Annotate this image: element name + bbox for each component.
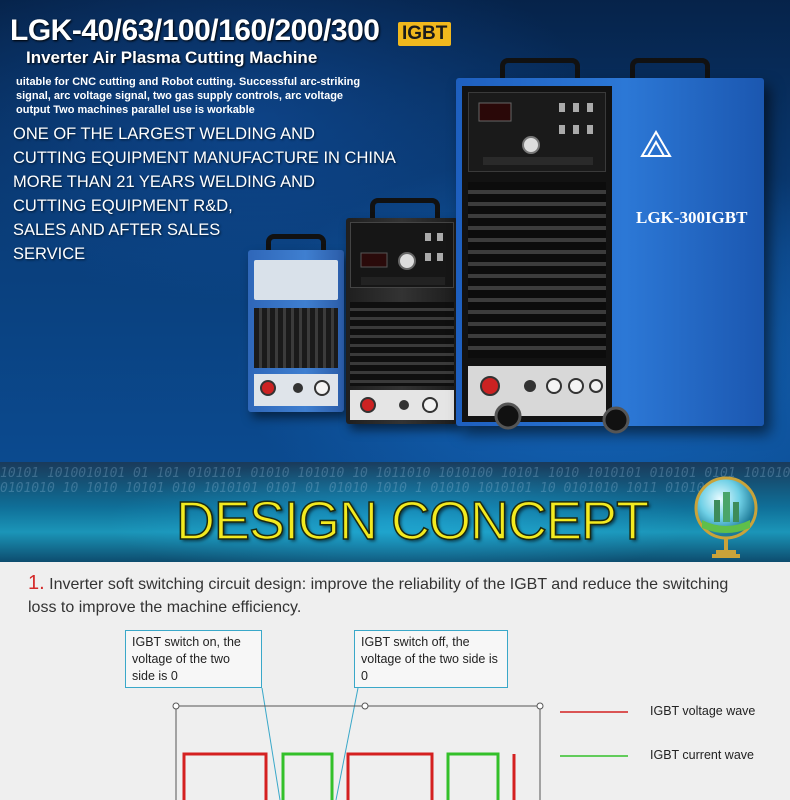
connector-panel xyxy=(254,374,338,406)
callout-leader-on xyxy=(261,687,281,800)
binary-line: 0101010 10 1010 10101 010 1010101 0101 0… xyxy=(0,481,705,496)
connector-icons xyxy=(480,376,603,396)
plot-frame xyxy=(175,705,541,800)
machine-handle xyxy=(500,58,580,82)
connector-icons xyxy=(260,380,330,396)
control-knobs xyxy=(360,233,445,285)
control-panel xyxy=(254,260,338,300)
claim-line: MORE THAN 21 YEARS WELDING AND xyxy=(13,173,315,191)
machine-handle xyxy=(266,234,326,254)
legend-current-label: IGBT current wave xyxy=(650,748,754,762)
hero-banner: LGK-40/63/100/160/200/300 IGBT Inverter … xyxy=(0,0,790,462)
machine-handle xyxy=(370,198,440,220)
binary-decoration: 10101 1010010101 01 101 0101101 01010 10… xyxy=(0,466,790,496)
machine-front xyxy=(462,86,612,422)
machine-large-image: LGK-300IGBT xyxy=(456,78,764,426)
machine-medium-image xyxy=(346,218,458,424)
callout-switch-on: IGBT switch on, the voltage of the two s… xyxy=(125,630,262,688)
point-text: Inverter soft switching circuit design: … xyxy=(28,576,729,616)
machine-model-label: LGK-300IGBT xyxy=(636,208,748,227)
claim-line: SERVICE xyxy=(13,245,86,263)
claim-line: ONE OF THE LARGEST WELDING AND xyxy=(13,125,315,143)
binary-line: 10101 1010010101 01 101 0101101 01010 10… xyxy=(0,466,790,481)
brand-logo-icon xyxy=(640,130,672,157)
product-subtitle: Inverter Air Plasma Cutting Machine xyxy=(26,48,318,67)
voltage-wave xyxy=(182,752,268,800)
connector-panel xyxy=(468,366,606,416)
vent-grill xyxy=(254,308,338,368)
frame-corner xyxy=(172,702,180,710)
frame-corner xyxy=(361,702,369,710)
voltage-wave xyxy=(346,752,434,800)
control-panel xyxy=(468,92,606,172)
design-point-1: 1. Inverter soft switching circuit desig… xyxy=(28,572,758,619)
design-concept-banner: 10101 1010010101 01 101 0101101 01010 10… xyxy=(0,462,790,562)
machine-small-image xyxy=(248,250,344,412)
vent-grill xyxy=(350,302,454,386)
current-wave xyxy=(281,752,334,800)
callout-switch-off: IGBT switch off, the voltage of the two … xyxy=(354,630,508,688)
machine-handle xyxy=(630,58,710,82)
current-wave xyxy=(446,752,500,800)
switching-wave-diagram xyxy=(172,687,628,800)
control-panel xyxy=(350,222,454,288)
machine-wheels xyxy=(494,402,630,434)
connector-icons xyxy=(360,397,438,413)
claim-line: CUTTING EQUIPMENT R&D, xyxy=(13,197,233,215)
callout-leader-off xyxy=(335,687,359,800)
control-knobs xyxy=(478,102,593,165)
claim-line: CUTTING EQUIPMENT MANUFACTURE IN CHINA xyxy=(13,149,396,167)
frame-corner xyxy=(536,702,544,710)
company-claims: ONE OF THE LARGEST WELDING AND CUTTING E… xyxy=(13,122,433,266)
design-content: 1. Inverter soft switching circuit desig… xyxy=(0,562,790,800)
section-title: DESIGN CONCEPT xyxy=(175,490,650,552)
point-number: 1. xyxy=(28,572,45,594)
legend-voltage-label: IGBT voltage wave xyxy=(650,704,756,718)
igbt-badge: IGBT xyxy=(398,22,452,46)
product-title: LGK-40/63/100/160/200/300 xyxy=(10,14,380,47)
connector-panel xyxy=(350,390,454,420)
vent-grill xyxy=(468,182,606,358)
globe-icon xyxy=(694,476,758,558)
claim-line: SALES AND AFTER SALES xyxy=(13,221,221,239)
product-description: uitable for CNC cutting and Robot cuttin… xyxy=(16,76,361,116)
